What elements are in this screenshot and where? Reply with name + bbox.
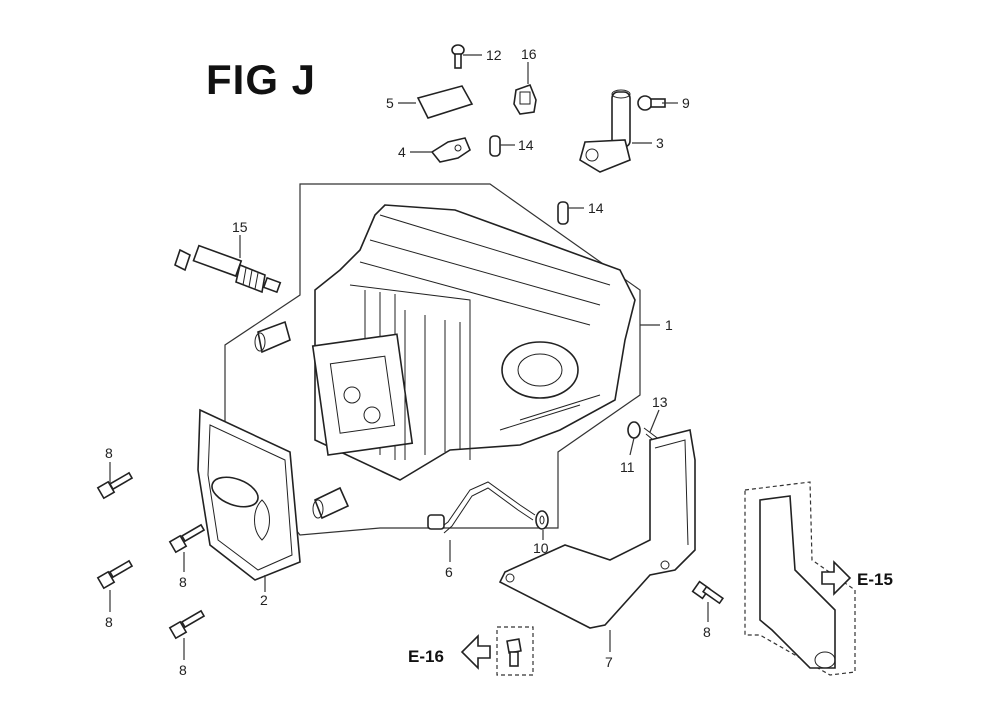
callout-8-b: 8	[179, 574, 187, 590]
bolt-left-3[interactable]	[96, 559, 134, 590]
reference-box-e16	[496, 626, 534, 676]
nut-small[interactable]	[627, 421, 641, 439]
callout-6: 6	[445, 564, 453, 580]
reference-arrow-e16[interactable]	[460, 634, 491, 670]
callout-11: 11	[620, 459, 635, 475]
figure-title: FIG J	[206, 56, 317, 103]
callout-13: 13	[652, 394, 668, 410]
callout-3: 3	[656, 135, 664, 151]
spark-plug[interactable]	[174, 244, 282, 294]
callout-12: 12	[486, 47, 502, 63]
reference-e16: E-16	[408, 647, 444, 666]
callout-14-upper: 14	[518, 137, 534, 153]
callout-7: 7	[605, 654, 613, 670]
callout-8-e: 8	[703, 624, 711, 640]
muffler-protector[interactable]	[197, 408, 301, 581]
bolt-left-1[interactable]	[96, 471, 134, 500]
callout-10: 10	[533, 540, 549, 556]
callout-5: 5	[386, 95, 394, 111]
control-rod[interactable]	[427, 481, 536, 534]
callout-14-lower: 14	[588, 200, 604, 216]
callout-8-d: 8	[179, 662, 187, 678]
washer[interactable]	[535, 510, 549, 530]
callout-8-a: 8	[105, 445, 113, 461]
callout-2: 2	[260, 592, 268, 608]
stud-upper[interactable]	[254, 320, 291, 354]
callout-4: 4	[398, 144, 406, 160]
breather-tube[interactable]	[579, 89, 631, 173]
assembly-outline	[224, 183, 641, 536]
callout-1: 1	[665, 317, 673, 333]
callout-9: 9	[682, 95, 690, 111]
cylinder-cover-plate[interactable]	[498, 429, 696, 629]
bolt-left-4[interactable]	[168, 609, 206, 640]
clip-plate[interactable]	[416, 85, 474, 119]
bolt-small[interactable]	[451, 44, 465, 69]
leader-lines	[109, 54, 709, 660]
bolt-right[interactable]	[691, 580, 725, 605]
bracket[interactable]	[430, 137, 471, 163]
bolt-left-2[interactable]	[168, 523, 206, 554]
reference-arrow-e15[interactable]	[821, 560, 852, 596]
reference-e15: E-15	[857, 570, 893, 589]
cylinder-block[interactable]	[311, 204, 636, 481]
callout-15: 15	[232, 219, 248, 235]
stud-lower[interactable]	[312, 486, 350, 520]
air-duct[interactable]	[744, 481, 856, 676]
callout-8-c: 8	[105, 614, 113, 630]
dowel-pin-lower[interactable]	[557, 201, 569, 225]
dowel-pin-upper[interactable]	[489, 135, 501, 157]
clamp-block[interactable]	[513, 83, 537, 115]
callout-16: 16	[521, 46, 537, 62]
bolt-flange[interactable]	[637, 95, 666, 111]
